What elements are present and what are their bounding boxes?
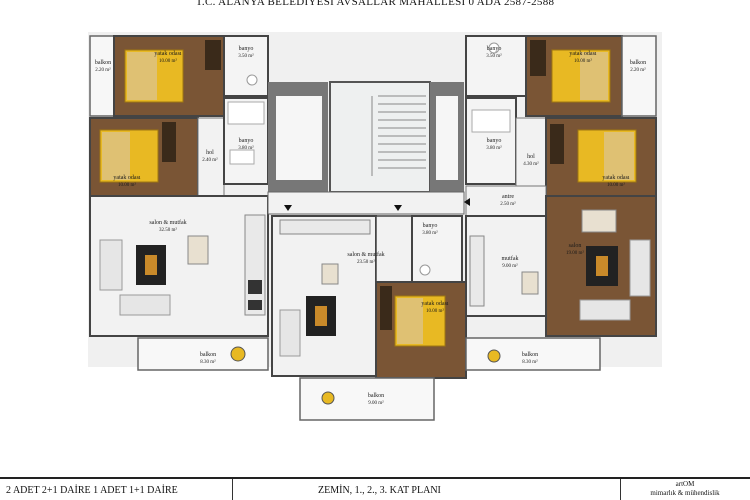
common-corridor bbox=[267, 191, 465, 215]
brand-block: artOM mimarlık & mühendislik bbox=[625, 480, 745, 498]
room-area: 8.30 m² bbox=[522, 359, 538, 365]
right-hall bbox=[515, 117, 547, 197]
dining-table bbox=[581, 209, 617, 233]
right-kitchen bbox=[465, 215, 547, 317]
right-balcony bbox=[465, 337, 601, 371]
room-name: hol bbox=[527, 154, 535, 160]
units-label: 2 ADET 2+1 DAİRE 1 ADET 1+1 DAİRE bbox=[6, 485, 178, 496]
room-area: 4.30 m² bbox=[523, 161, 539, 167]
footer-separator bbox=[232, 479, 233, 500]
dining-table bbox=[321, 263, 339, 285]
wardrobe bbox=[530, 40, 546, 76]
right-living bbox=[545, 195, 657, 337]
left-bathroom-2 bbox=[223, 97, 269, 185]
dining-table bbox=[187, 235, 209, 265]
room-area: 10.00 m² bbox=[574, 58, 592, 64]
room-name: balkon bbox=[630, 60, 646, 66]
kitchen-counter bbox=[279, 219, 371, 235]
room-area: 2.40 m² bbox=[202, 157, 218, 163]
room-area: 8.30 m² bbox=[200, 359, 216, 365]
kitchen-counter bbox=[469, 235, 485, 307]
room-name: banyo bbox=[487, 138, 502, 144]
sofa bbox=[119, 294, 171, 316]
room-area: 10.00 m² bbox=[118, 182, 136, 188]
room-name: banyo bbox=[239, 138, 254, 144]
room-area: 3.80 m² bbox=[486, 145, 502, 151]
room-area: 2.20 m² bbox=[95, 67, 111, 73]
sofa bbox=[99, 239, 123, 291]
footer-divider bbox=[0, 477, 750, 479]
room-name: balkon bbox=[522, 352, 538, 358]
sofa bbox=[629, 239, 651, 297]
room-area: 2.50 m² bbox=[500, 201, 516, 207]
left-hall bbox=[197, 117, 225, 197]
room-area: 10.00 m² bbox=[159, 58, 177, 64]
room-name: banyo bbox=[423, 223, 438, 229]
right-entry bbox=[465, 185, 547, 217]
left-small-balcony bbox=[89, 35, 115, 117]
middle-living-kitchen bbox=[271, 215, 413, 377]
room-name: yatak odası bbox=[154, 51, 181, 57]
right-bathroom-2 bbox=[465, 97, 517, 185]
room-area: 19.00 m² bbox=[566, 250, 584, 256]
brand-subtitle: mimarlık & mühendislik bbox=[650, 489, 720, 497]
right-bathroom-1 bbox=[465, 35, 527, 97]
middle-bedroom bbox=[375, 281, 467, 379]
room-area: 32.50 m² bbox=[159, 227, 177, 233]
room-name: yatak odası bbox=[113, 175, 140, 181]
left-bathroom-1 bbox=[223, 35, 269, 97]
room-name: yatak odası bbox=[421, 301, 448, 307]
room-area: 3.50 m² bbox=[238, 53, 254, 59]
left-balcony bbox=[137, 337, 269, 371]
room-name: mutfak bbox=[502, 255, 519, 262]
room-name: salon & mutfak bbox=[347, 251, 384, 258]
room-area: 3.80 m² bbox=[238, 145, 254, 151]
core-stair-elevator bbox=[268, 81, 464, 193]
sofa bbox=[279, 309, 301, 357]
room-name: antre bbox=[502, 194, 514, 200]
room-area: 9.00 m² bbox=[368, 400, 384, 406]
right-bedroom-1 bbox=[525, 35, 623, 117]
left-bedroom-1 bbox=[113, 35, 225, 117]
left-bedroom-2 bbox=[89, 117, 199, 197]
sofa bbox=[579, 299, 631, 321]
wardrobe bbox=[380, 286, 392, 330]
room-name: banyo bbox=[487, 46, 502, 52]
room-name: salon & mutfak bbox=[149, 219, 186, 226]
entrance-arrow-icon bbox=[394, 205, 402, 211]
wardrobe bbox=[205, 40, 221, 70]
footer-separator bbox=[620, 479, 621, 500]
room-area: 3.50 m² bbox=[486, 53, 502, 59]
room-name: salon bbox=[569, 243, 582, 249]
room-name: banyo bbox=[239, 46, 254, 52]
page-title: T.C. ALANYA BELEDİYESİ AVSALLAR MAHALLES… bbox=[195, 0, 555, 8]
brand-name: artOM bbox=[675, 480, 695, 488]
floors-label: ZEMİN, 1., 2., 3. KAT PLANI bbox=[318, 485, 441, 496]
room-area: 2.20 m² bbox=[630, 67, 646, 73]
floor-plan-drawing: yatak odası 10.00 m² banyo 3.50 m² balko… bbox=[88, 32, 662, 421]
room-name: yatak odası bbox=[569, 51, 596, 57]
middle-balcony bbox=[299, 377, 435, 421]
entrance-arrow-icon bbox=[284, 205, 292, 211]
room-name: yatak odası bbox=[602, 175, 629, 181]
dining-table bbox=[521, 271, 539, 295]
room-name: balkon bbox=[368, 393, 384, 399]
right-bedroom-2 bbox=[545, 117, 657, 197]
room-name: balkon bbox=[200, 352, 216, 358]
room-area: 3.80 m² bbox=[422, 230, 438, 236]
room-area: 10.00 m² bbox=[426, 308, 444, 314]
room-area: 9.00 m² bbox=[502, 263, 518, 269]
wardrobe bbox=[162, 122, 176, 162]
entrance-arrow-icon bbox=[464, 198, 470, 206]
wardrobe bbox=[550, 124, 564, 164]
room-area: 10.00 m² bbox=[607, 182, 625, 188]
left-living-kitchen bbox=[89, 195, 269, 337]
room-name: hol bbox=[206, 150, 214, 156]
room-name: balkon bbox=[95, 60, 111, 66]
room-area: 23.50 m² bbox=[357, 259, 375, 265]
right-small-balcony bbox=[621, 35, 657, 117]
